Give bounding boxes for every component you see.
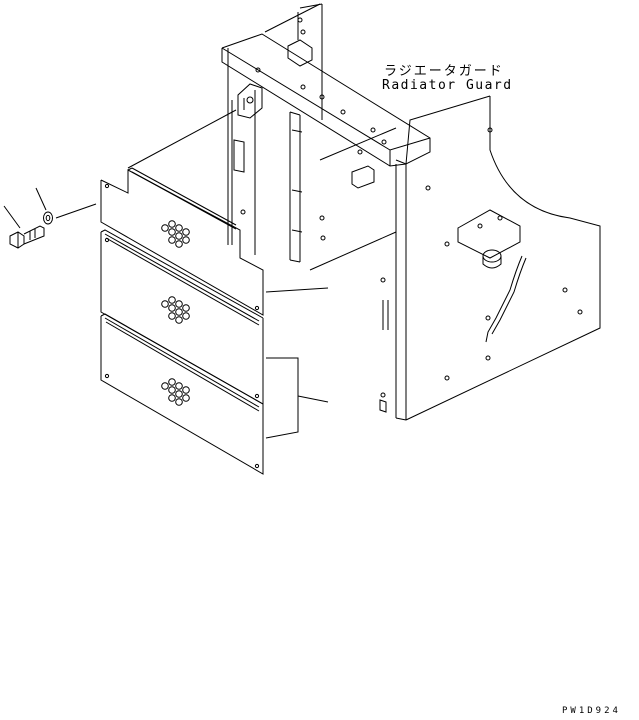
cover-panel-middle — [101, 230, 263, 404]
washer — [44, 212, 53, 224]
guard-top-crossbar — [222, 34, 430, 166]
cover-panel-bottom — [101, 314, 263, 474]
cover-panel-top — [101, 168, 263, 315]
drawing-code: PW1D924 — [562, 706, 621, 716]
hinge-bracket — [234, 84, 262, 172]
mounting-strip — [290, 112, 302, 262]
mounting-plate — [458, 210, 526, 342]
bolt — [10, 226, 44, 248]
part-name-english: Radiator Guard — [382, 78, 513, 93]
guard-right-side-panel — [241, 96, 600, 420]
part-name-japanese: ラジエータガード — [384, 64, 504, 79]
assembly-lines — [4, 110, 328, 438]
